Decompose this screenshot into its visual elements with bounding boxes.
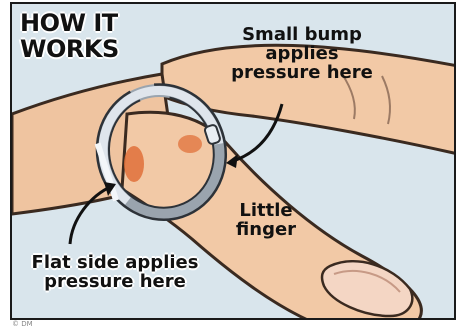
bump-callout: Small bump applies pressure here (222, 26, 382, 83)
illustration-frame: HOW IT WORKS Small bump applies pressure… (10, 2, 456, 320)
pressure-spot-flat (124, 146, 144, 182)
diagram-title: HOW IT WORKS (20, 10, 119, 62)
image-credit: © DM (12, 320, 33, 328)
pressure-spot-bump (178, 135, 202, 153)
little-finger-label: Little finger (226, 202, 306, 240)
flat-side-callout: Flat side applies pressure here (20, 254, 210, 292)
